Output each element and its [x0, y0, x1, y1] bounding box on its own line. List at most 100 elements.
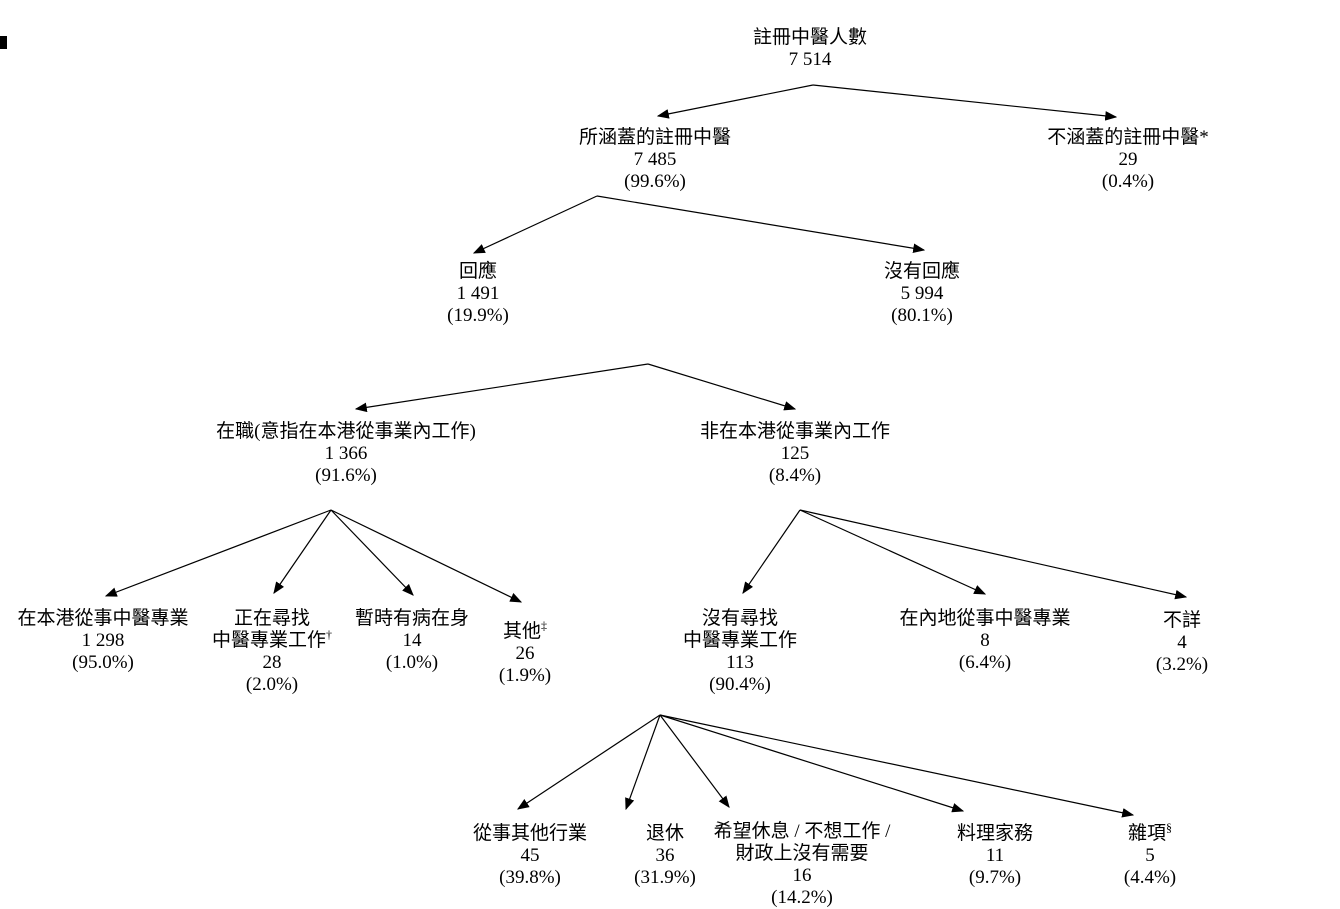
node-label: 雜項§ — [1124, 820, 1176, 845]
node-value: 5 994 — [900, 283, 944, 304]
edge-not-working-mainland — [799, 509, 987, 595]
edge-working-seeking — [273, 509, 332, 594]
node-value: 11 — [985, 845, 1005, 866]
node-percentage: (6.4%) — [958, 652, 1012, 673]
node-value: 16 — [792, 865, 812, 886]
node-covered: 所涵蓋的註冊中醫 7 485 (99.6%) — [579, 127, 731, 193]
node-label-line2: 中醫專業工作† — [211, 627, 333, 652]
node-value: 7 485 — [633, 149, 677, 170]
edge-root-covered — [656, 84, 814, 119]
node-label: 沒有尋找 — [701, 608, 779, 629]
node-not-covered: 不涵蓋的註冊中醫* 29 (0.4%) — [1047, 127, 1209, 193]
node-value: 26 — [515, 643, 535, 664]
node-label-text: 其他 — [502, 621, 542, 642]
node-label: 所涵蓋的註冊中醫 — [578, 127, 732, 148]
edge-not-working-unknown — [799, 509, 1188, 600]
node-value: 1 366 — [324, 443, 368, 464]
node-value: 28 — [262, 652, 282, 673]
node-percentage: (99.6%) — [624, 171, 686, 192]
node-value: 113 — [726, 652, 754, 673]
node-practising-hk: 在本港從事中醫專業 1 298 (95.0%) — [17, 608, 188, 674]
node-percentage: (90.4%) — [709, 674, 771, 695]
node-value: 125 — [780, 443, 810, 464]
node-label: 暫時有病在身 — [354, 608, 470, 629]
node-unknown: 不詳 4 (3.2%) — [1156, 610, 1208, 676]
edge-covered-no-response — [596, 195, 926, 253]
scan-artifact — [0, 36, 7, 49]
footnote-dagger: † — [326, 627, 333, 642]
node-value: 8 — [980, 630, 990, 651]
node-label: 在職(意指在本港從事業內工作) — [216, 421, 476, 442]
node-label-text: 雜項 — [1127, 823, 1167, 844]
node-root: 註冊中醫人數 7 514 — [753, 27, 867, 71]
node-not-seeking: 沒有尋找 中醫專業工作 113 (90.4%) — [683, 608, 797, 696]
edge-working-others — [330, 509, 523, 603]
node-label: 不涵蓋的註冊中醫* — [1047, 127, 1209, 148]
edge-responded-not-working — [647, 363, 797, 411]
node-label: 從事其他行業 — [472, 823, 588, 844]
node-value: 1 298 — [81, 630, 125, 651]
node-percentage: (80.1%) — [891, 305, 953, 326]
node-percentage: (4.4%) — [1123, 867, 1177, 888]
node-rest: 希望休息 / 不想工作 / 財政上沒有需要 16 (14.2%) — [714, 821, 891, 909]
node-label: 不詳 — [1162, 610, 1202, 631]
node-percentage: (2.0%) — [245, 674, 299, 695]
edge-not-seeking-housework — [659, 714, 965, 813]
node-percentage: (9.7%) — [968, 867, 1022, 888]
node-housework: 料理家務 11 (9.7%) — [957, 823, 1033, 889]
node-not-working: 非在本港從事業內工作 125 (8.4%) — [700, 421, 890, 487]
node-seeking: 正在尋找 中醫專業工作† 28 (2.0%) — [212, 608, 332, 696]
edge-not-seeking-other-industry — [516, 714, 661, 810]
node-responded: 回應 1 491 (19.9%) — [447, 261, 509, 327]
node-value: 4 — [1177, 632, 1187, 653]
node-value: 7 514 — [788, 49, 832, 70]
node-percentage: (1.0%) — [385, 652, 439, 673]
node-working: 在職(意指在本港從事業內工作) 1 366 (91.6%) — [216, 421, 476, 487]
node-retired: 退休 36 (31.9%) — [634, 823, 696, 889]
node-label: 沒有回應 — [883, 261, 961, 282]
node-value: 5 — [1145, 845, 1155, 866]
node-value: 45 — [520, 845, 540, 866]
node-percentage: (3.2%) — [1155, 654, 1209, 675]
node-value: 14 — [402, 630, 422, 651]
node-label: 回應 — [458, 261, 498, 282]
node-misc: 雜項§ 5 (4.4%) — [1123, 820, 1177, 889]
node-others: 其他‡ 26 (1.9%) — [498, 620, 552, 687]
node-label: 在本港從事中醫專業 — [17, 608, 189, 629]
node-value: 36 — [655, 845, 675, 866]
node-mainland: 在內地從事中醫專業 8 (6.4%) — [899, 608, 1070, 674]
node-label: 正在尋找 — [233, 608, 311, 629]
edge-responded-working — [354, 363, 649, 413]
node-percentage: (91.6%) — [315, 465, 377, 486]
node-label: 在內地從事中醫專業 — [899, 608, 1071, 629]
node-percentage: (8.4%) — [768, 465, 822, 486]
edge-not-working-not-seeking — [742, 509, 801, 594]
edge-root-not-covered — [812, 84, 1118, 121]
footnote-section: § — [1166, 820, 1173, 835]
node-value: 1 491 — [456, 283, 500, 304]
node-label-line2: 中醫專業工作 — [682, 630, 798, 651]
node-percentage: (31.9%) — [634, 867, 696, 888]
edge-working-sick — [330, 509, 414, 596]
node-value: 29 — [1118, 149, 1138, 170]
node-label: 註冊中醫人數 — [752, 27, 868, 48]
node-sick: 暫時有病在身 14 (1.0%) — [355, 608, 469, 674]
edge-covered-responded — [472, 195, 598, 254]
edge-working-practising-hk — [104, 509, 332, 597]
node-label: 料理家務 — [956, 823, 1034, 844]
edge-not-seeking-misc — [659, 714, 1135, 818]
edge-not-seeking-rest — [659, 714, 730, 808]
node-percentage: (14.2%) — [771, 887, 833, 908]
node-label: 希望休息 / 不想工作 / — [713, 821, 891, 842]
node-label: 非在本港從事業內工作 — [699, 421, 891, 442]
node-label: 其他‡ — [499, 620, 551, 643]
node-label-line2: 財政上沒有需要 — [735, 843, 869, 864]
node-other-industry: 從事其他行業 45 (39.8%) — [473, 823, 587, 889]
node-no-response: 沒有回應 5 994 (80.1%) — [884, 261, 960, 327]
node-percentage: (0.4%) — [1101, 171, 1155, 192]
node-label-text: 中醫專業工作 — [211, 630, 327, 651]
node-percentage: (1.9%) — [498, 665, 552, 686]
node-percentage: (95.0%) — [72, 652, 134, 673]
